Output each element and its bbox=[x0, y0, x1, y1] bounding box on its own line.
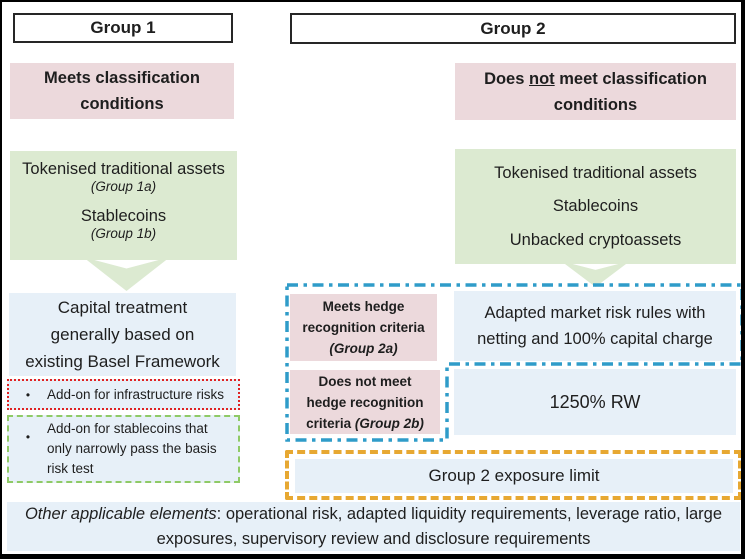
group1a-label: (Group 1a) bbox=[90, 179, 157, 194]
group1-condition-label: Meets classification conditions bbox=[44, 69, 200, 113]
group2-header-label: Group 2 bbox=[480, 18, 546, 38]
group1-header: Group 1 bbox=[13, 13, 233, 43]
group2a-criteria-box: Meets hedge recognition criteria (Group … bbox=[290, 294, 437, 361]
group2a-criteria-label: Meets hedge recognition criteria (Group … bbox=[293, 296, 434, 359]
bullet-icon: • bbox=[25, 430, 31, 444]
down-arrow-icon bbox=[83, 257, 170, 291]
not-underlined: not bbox=[529, 69, 555, 88]
group1-asset-tokenised: Tokenised traditional assets bbox=[22, 160, 225, 178]
group2b-label: (Group 2b) bbox=[354, 415, 424, 431]
group2a-label: (Group 2a) bbox=[329, 341, 398, 356]
group1-treatment-label: Capital treatment generally based on exi… bbox=[25, 298, 220, 371]
group2a-treatment-box: Adapted market risk rules with netting a… bbox=[454, 291, 736, 361]
group2-condition-box: Does not meet classification conditions bbox=[455, 63, 736, 120]
group1-header-label: Group 1 bbox=[90, 18, 156, 37]
infrastructure-addon-box: • Add-on for infrastructure risks bbox=[7, 379, 240, 410]
group1-condition-box: Meets classification conditions bbox=[10, 63, 234, 119]
group2-exposure-limit-box: Group 2 exposure limit bbox=[295, 459, 733, 493]
bullet-icon: • bbox=[25, 387, 31, 402]
group1-assets-box: Tokenised traditional assets (Group 1a) … bbox=[10, 151, 237, 260]
group2b-criteria-box: Does not meet hedge recognition criteria… bbox=[290, 370, 440, 434]
group1-asset-stablecoins: Stablecoins bbox=[80, 207, 167, 225]
exposure-limit-outline bbox=[285, 450, 741, 500]
group1b-label: (Group 1b) bbox=[90, 226, 157, 241]
group2-asset-stablecoins: Stablecoins bbox=[552, 197, 639, 215]
group2b-treatment-box: 1250% RW bbox=[454, 369, 736, 435]
other-elements-lead: Other applicable elements bbox=[24, 504, 217, 523]
group2-exposure-limit-label: Group 2 exposure limit bbox=[428, 466, 600, 485]
group2-asset-unbacked: Unbacked cryptoassets bbox=[509, 230, 682, 249]
other-elements-box: Other applicable elements: operational r… bbox=[7, 502, 740, 551]
group2b-criteria-label: Does not meet hedge recognition criteria… bbox=[306, 373, 424, 431]
other-elements-label: Other applicable elements: operational r… bbox=[24, 504, 723, 548]
group2b-treatment-label: 1250% RW bbox=[549, 391, 641, 412]
group2-boundary-outline bbox=[285, 283, 741, 442]
group2-asset-tokenised: Tokenised traditional assets bbox=[494, 163, 697, 182]
group2-condition-label: Does not meet classification conditions bbox=[484, 69, 707, 114]
stablecoin-addon-label: Add-on for stablecoins that only narrowl… bbox=[47, 421, 217, 476]
group2-header: Group 2 bbox=[290, 13, 736, 44]
stablecoin-addon-box: • Add-on for stablecoins that only narro… bbox=[7, 415, 240, 483]
group2-assets-box: Tokenised traditional assets Stablecoins… bbox=[455, 149, 736, 264]
group2a-treatment-label: Adapted market risk rules with netting a… bbox=[477, 304, 713, 348]
group1-treatment-box: Capital treatment generally based on exi… bbox=[9, 293, 236, 376]
infrastructure-addon-label: Add-on for infrastructure risks bbox=[47, 386, 225, 402]
